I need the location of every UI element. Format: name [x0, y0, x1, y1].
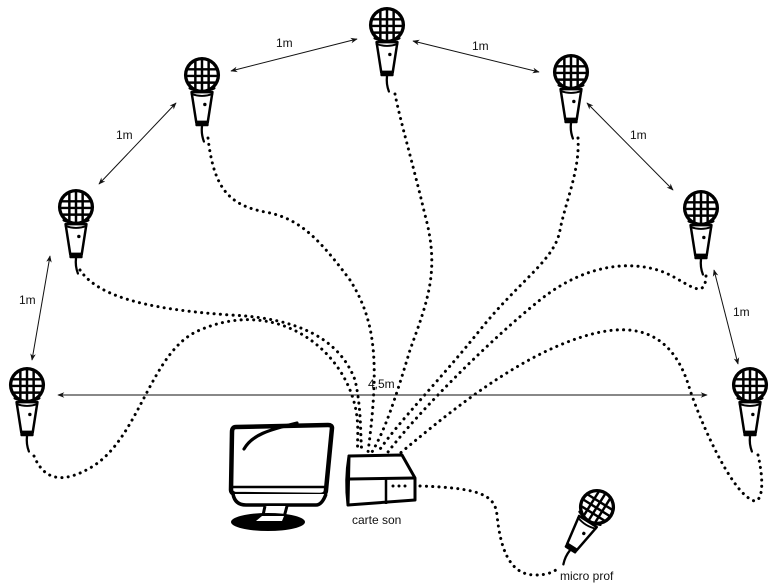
- arrow-mic3-mic4: [230, 37, 358, 73]
- microphone-icon: [367, 5, 407, 93]
- microphone-icon: [730, 365, 770, 453]
- cables: [32, 92, 764, 577]
- distance-label: 1m: [116, 128, 133, 142]
- arrow-mic1-mic2: [30, 255, 52, 361]
- arrow-mic2-mic3: [98, 102, 177, 185]
- distance-label: 1m: [19, 293, 36, 307]
- cable-mic-2: [78, 268, 364, 454]
- distance-label-total: 4,5m: [368, 377, 395, 391]
- cable-mic-7: [396, 328, 764, 503]
- arrow-mic5-mic6: [586, 102, 674, 191]
- sound-card-label: carte son: [352, 513, 401, 527]
- arrow-mic4-mic5: [412, 39, 540, 74]
- microphone-icon: [681, 188, 721, 276]
- teacher-mic-label: micro prof: [560, 569, 614, 583]
- teacher-microphone-icon: [545, 480, 624, 575]
- sound-card-icon: [345, 453, 417, 507]
- monitor-icon: [228, 421, 335, 531]
- cable-mic-6: [386, 264, 708, 454]
- distance-label: 1m: [733, 305, 750, 319]
- distance-label: 1m: [630, 128, 647, 142]
- cable-mic-3: [206, 136, 376, 454]
- microphone-icon: [7, 365, 47, 453]
- cable-teacher-mic: [418, 484, 558, 577]
- microphone-icon: [182, 55, 222, 143]
- distance-markers: 1m 1m 1m 1m 1m 1m 4,5m: [19, 36, 750, 398]
- distance-label: 1m: [472, 39, 489, 53]
- distance-label: 1m: [276, 36, 293, 50]
- microphone-icon: [56, 187, 96, 275]
- arrow-mic6-mic7: [712, 269, 740, 365]
- cable-mic-4: [370, 92, 434, 454]
- microphone-icon: [551, 52, 591, 140]
- cable-mic-5: [376, 136, 580, 454]
